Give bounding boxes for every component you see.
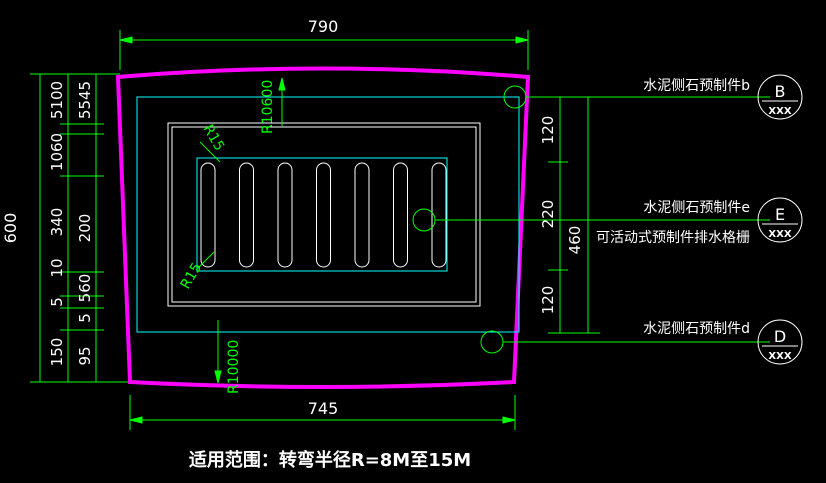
footer-caption: 适用范围：转弯半径R=8M至15M bbox=[189, 449, 471, 471]
grate-slot bbox=[316, 162, 331, 268]
left-col1-0: 5100 bbox=[48, 81, 66, 119]
left-col2-0: 5545 bbox=[76, 81, 94, 119]
tag-d-sub: XXX bbox=[768, 351, 791, 362]
grate-slot bbox=[431, 162, 447, 268]
grate-slot bbox=[277, 162, 293, 268]
grate-slots bbox=[200, 162, 447, 268]
bottom-dimension bbox=[129, 395, 516, 430]
bottom-width-label: 745 bbox=[308, 399, 339, 418]
callout-b-text: 水泥侧石预制件b bbox=[643, 78, 750, 94]
left-col1-3: 10 bbox=[48, 258, 66, 277]
grate-panel bbox=[196, 157, 448, 272]
left-col1-5: 150 bbox=[48, 338, 66, 367]
grate-slot bbox=[200, 162, 216, 268]
radius-top-label: R10600 bbox=[260, 80, 276, 134]
grate-slot bbox=[393, 162, 408, 268]
grate-slot bbox=[354, 162, 370, 268]
leader-circle-d bbox=[480, 330, 504, 354]
tag-e: E XXX bbox=[757, 197, 803, 243]
tag-d-letter: D bbox=[774, 327, 786, 346]
right-dimensions bbox=[548, 96, 600, 334]
radius-leaders bbox=[195, 77, 286, 384]
left-col2-1: 200 bbox=[76, 214, 94, 243]
left-col2-2: 560 bbox=[76, 274, 94, 303]
left-col2-3: 5 bbox=[76, 313, 94, 323]
right-col-0: 120 bbox=[539, 116, 557, 145]
left-total-label: 600 bbox=[1, 213, 20, 244]
radius-bottom-label: R10000 bbox=[226, 340, 242, 394]
left-col1-4: 5 bbox=[48, 297, 66, 307]
tag-b-letter: B bbox=[775, 82, 786, 101]
tag-b: B XXX bbox=[757, 74, 803, 120]
leader-lines bbox=[435, 96, 770, 343]
tag-b-sub: XXX bbox=[768, 106, 791, 117]
callout-d-text: 水泥侧石预制件d bbox=[643, 321, 750, 337]
top-width-label: 790 bbox=[308, 17, 339, 36]
left-col1-2: 340 bbox=[48, 208, 66, 237]
outer-outline bbox=[115, 66, 531, 389]
tag-e-letter: E bbox=[775, 205, 785, 224]
inner-frame bbox=[136, 96, 520, 333]
left-col2-4: 95 bbox=[76, 346, 94, 365]
grate-frame-outer bbox=[167, 122, 481, 307]
grate-slot bbox=[239, 162, 254, 268]
tag-e-sub: XXX bbox=[768, 229, 791, 240]
left-dimensions bbox=[30, 73, 130, 383]
tag-d: D XXX bbox=[757, 319, 803, 365]
left-col1-1: 1060 bbox=[48, 133, 66, 171]
right-total-label: 460 bbox=[566, 226, 584, 255]
callout-e-text: 水泥侧石预制件e bbox=[643, 200, 750, 216]
right-col-1: 220 bbox=[539, 200, 557, 229]
right-col-2: 120 bbox=[539, 286, 557, 315]
callout-e-text2: 可活动式预制件排水格栅 bbox=[596, 230, 750, 246]
grate-frame-inner bbox=[171, 126, 477, 303]
top-dimension bbox=[119, 30, 529, 70]
